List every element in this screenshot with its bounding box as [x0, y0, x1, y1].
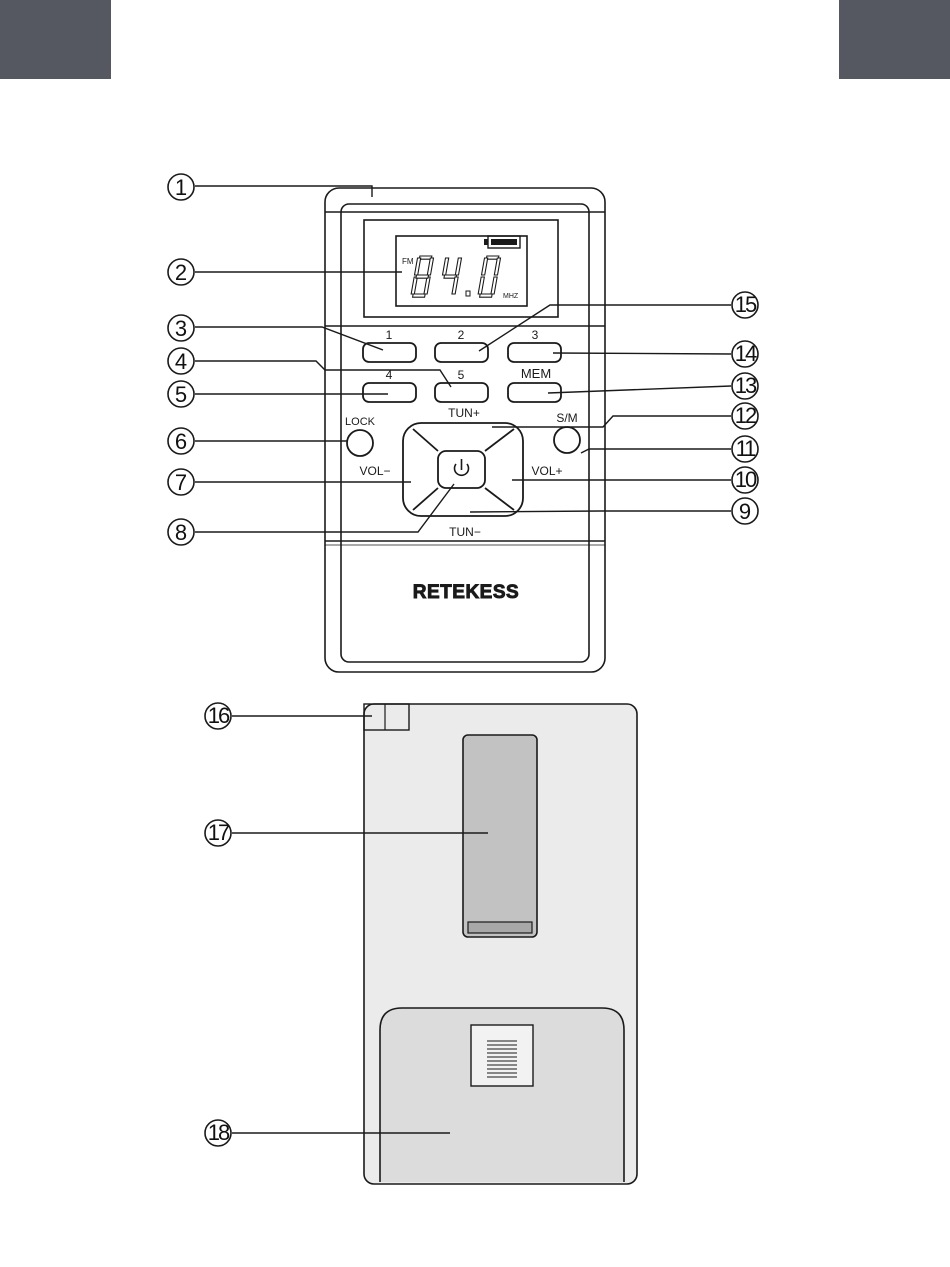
callout-3: 3: [168, 315, 194, 341]
callout-4: 4: [168, 348, 194, 374]
lcd-segment: [424, 277, 430, 294]
svg-text:4: 4: [175, 349, 187, 374]
callout-7: 7: [168, 469, 194, 495]
svg-text:12: 12: [735, 403, 757, 428]
svg-text:15: 15: [735, 292, 757, 317]
svg-text:2: 2: [175, 260, 187, 285]
callout-18: 18: [205, 1120, 231, 1146]
svg-text:7: 7: [175, 470, 187, 495]
preset-2-label: 2: [458, 328, 465, 342]
callout-8: 8: [168, 519, 194, 545]
unit-label: MHZ: [503, 293, 519, 300]
lcd-segment: [427, 258, 433, 275]
lcd-digit: [411, 256, 434, 297]
back-view: [364, 704, 637, 1184]
preset-5-button[interactable]: [435, 383, 488, 402]
svg-text:11: 11: [736, 436, 757, 461]
svg-text:3: 3: [175, 316, 187, 341]
lcd-segment: [482, 258, 488, 275]
callout-1: 1: [168, 174, 194, 200]
battery-icon: [484, 236, 520, 248]
lcd-segment: [455, 258, 461, 275]
lcd-frame: [364, 220, 558, 317]
lcd-segment: [415, 258, 421, 275]
vol-plus-label: VOL+: [531, 464, 562, 478]
tune-up-button[interactable]: [440, 425, 484, 447]
callout-2: 2: [168, 259, 194, 285]
preset-3-label: 3: [532, 328, 539, 342]
svg-text:RETEKESS: RETEKESS: [413, 582, 519, 603]
decimal-point: [466, 291, 470, 296]
power-icon: [455, 459, 469, 475]
brand-logo: RETEKESS: [413, 582, 519, 603]
sm-label: S/M: [556, 411, 577, 425]
lcd-segment: [452, 277, 458, 294]
mem-label: MEM: [521, 366, 551, 381]
lock-button[interactable]: [347, 430, 373, 456]
volume-down-button[interactable]: [405, 455, 435, 485]
callout-5: 5: [168, 381, 194, 407]
svg-text:9: 9: [739, 499, 751, 524]
tun-minus-label: TUN−: [449, 525, 481, 539]
belt-clip[interactable]: [463, 735, 537, 937]
svg-text:14: 14: [735, 341, 757, 366]
callout-10: 10: [732, 467, 758, 493]
svg-text:6: 6: [175, 429, 187, 454]
callout-9: 9: [732, 498, 758, 524]
callout-17: 17: [205, 820, 231, 846]
svg-text:10: 10: [735, 467, 757, 492]
band-label: FM: [402, 257, 414, 266]
lcd-segment: [416, 275, 429, 278]
svg-text:16: 16: [208, 703, 230, 728]
callout-15: 15: [732, 292, 758, 318]
svg-text:18: 18: [208, 1120, 230, 1145]
svg-text:13: 13: [735, 373, 757, 398]
callout-12: 12: [732, 403, 758, 429]
svg-text:8: 8: [175, 520, 187, 545]
svg-text:1: 1: [175, 175, 187, 200]
lcd-digit: [439, 258, 461, 294]
preset-1-label: 1: [386, 328, 393, 342]
preset-2-button[interactable]: [435, 343, 488, 362]
svg-text:5: 5: [175, 382, 187, 407]
svg-text:17: 17: [208, 820, 230, 845]
lcd-segment: [494, 258, 500, 275]
preset-4-button[interactable]: [363, 383, 416, 402]
tun-plus-label: TUN+: [448, 406, 480, 420]
lock-label: LOCK: [345, 416, 376, 428]
vol-minus-label: VOL−: [359, 464, 390, 478]
callout-13: 13: [732, 373, 758, 399]
belt-clip-base: [468, 922, 532, 933]
preset-5-label: 5: [458, 368, 465, 382]
frequency-readout: [411, 256, 501, 297]
lcd-segment: [411, 277, 417, 294]
lcd-digit: [478, 256, 501, 297]
lcd-segment: [443, 258, 449, 275]
callout-6: 6: [168, 428, 194, 454]
lcd-segment: [491, 277, 497, 294]
tune-down-button[interactable]: [440, 492, 484, 514]
sm-button[interactable]: [554, 427, 580, 453]
lcd-segment: [478, 277, 484, 294]
callout-14: 14: [732, 341, 758, 367]
callout-16: 16: [205, 703, 231, 729]
callout-11: 11: [732, 436, 758, 462]
